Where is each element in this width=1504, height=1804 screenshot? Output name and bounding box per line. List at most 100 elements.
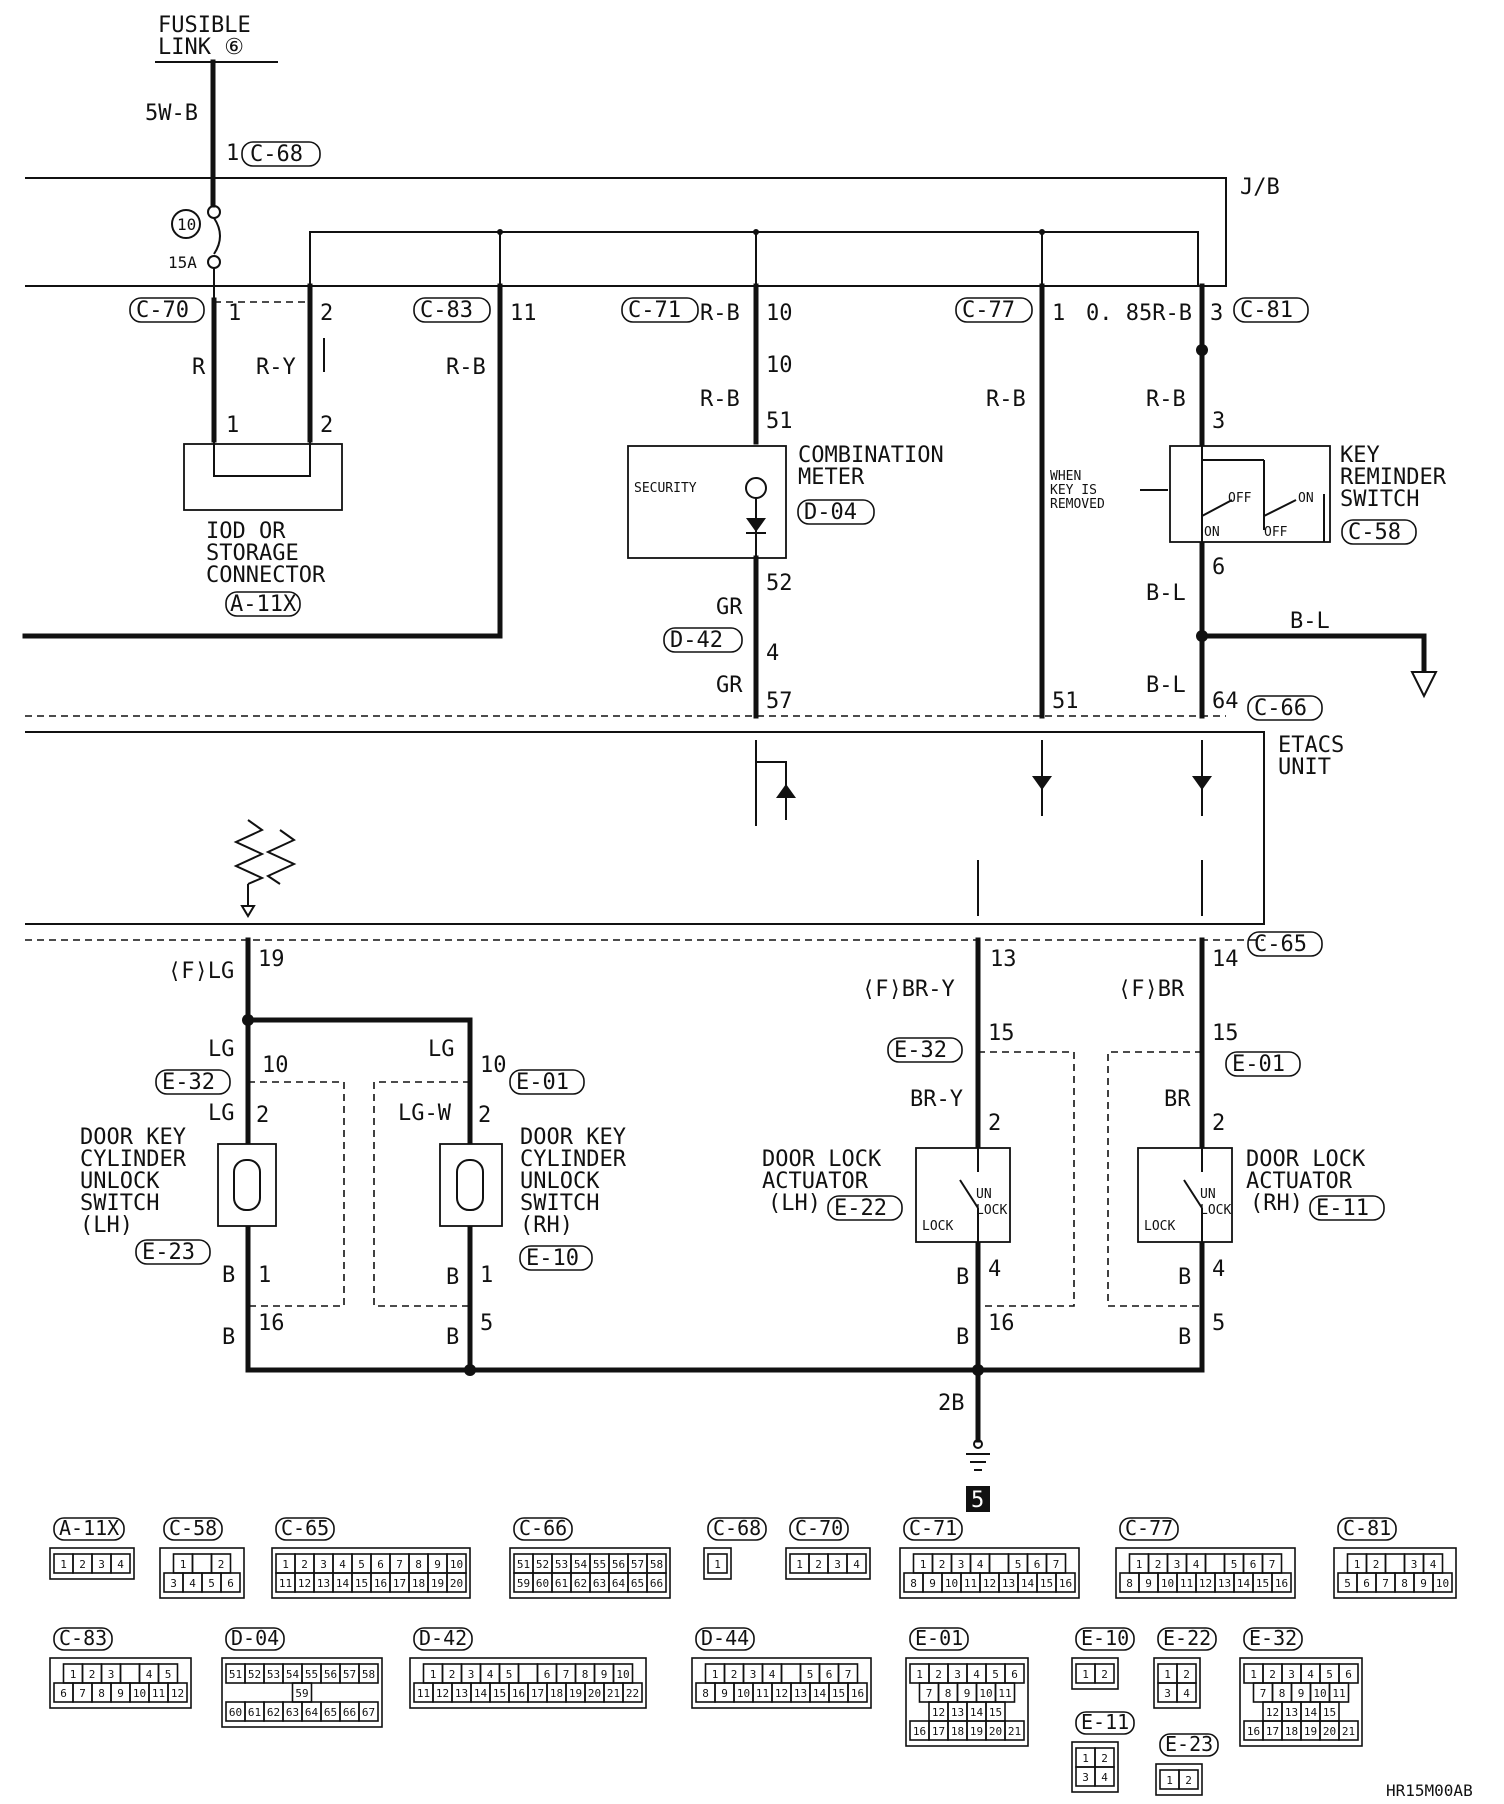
legend-pin: 4 <box>487 1668 494 1681</box>
legend-cell <box>1055 1572 1076 1593</box>
legend-pin: 18 <box>1285 1725 1298 1738</box>
legend-pin: 2 <box>1185 1774 1192 1787</box>
legend-pin: 2 <box>301 1558 308 1571</box>
legend-pin: 6 <box>377 1558 384 1571</box>
pin-e01-10: 10 <box>480 1053 507 1078</box>
legend-pin: 55 <box>305 1668 318 1681</box>
etacs-diode-1 <box>1032 776 1052 790</box>
legend-pin: 1 <box>180 1558 187 1571</box>
legend-cell <box>1178 1769 1199 1790</box>
splice-c81 <box>1196 344 1208 356</box>
legend-pin: 22 <box>626 1687 639 1700</box>
legend-housing-a-11x <box>49 1547 135 1580</box>
legend-pin: 10 <box>979 1687 992 1700</box>
legend-pin: 3 <box>958 1558 965 1571</box>
wire-label-b-3: B <box>446 1265 459 1290</box>
legend-pin: 2 <box>218 1558 225 1571</box>
legend-pin: 3 <box>320 1558 327 1571</box>
pin-c66-57: 57 <box>766 689 793 714</box>
legend-label-e-01: E-01 <box>915 1626 963 1650</box>
dla-lh-label-1: DOOR LOCK <box>762 1147 882 1172</box>
legend-pin: 61 <box>248 1706 261 1719</box>
pullup-resistor-1 <box>233 819 265 885</box>
wire-label-rb-key: R-B <box>1146 387 1186 412</box>
dla-rh-box <box>1137 1147 1233 1243</box>
e32-lh-dash <box>248 1081 345 1307</box>
legend-pin: 3 <box>954 1668 961 1681</box>
connector-tag-a11x <box>225 591 301 617</box>
dla-rh-un: UN <box>1200 1187 1216 1202</box>
legend-label-c-58: C-58 <box>169 1516 217 1540</box>
legend-pin: 16 <box>851 1687 864 1700</box>
legend-cell <box>446 1572 467 1593</box>
legend-pin: 10 <box>1161 1577 1174 1590</box>
etacs-zener-path <box>756 761 787 820</box>
fuse-rating: 15A <box>168 253 197 272</box>
legend-pin: 14 <box>813 1687 827 1700</box>
connector-tag-e32-rh <box>887 1037 963 1063</box>
legend-pin: 1 <box>70 1668 77 1681</box>
pin-e23-2: 2 <box>256 1103 269 1128</box>
legend-label-c-77: C-77 <box>1125 1516 1173 1540</box>
legend-pin: 10 <box>1436 1577 1449 1590</box>
legend-tag-e-10 <box>1075 1627 1135 1651</box>
legend-pin: 1 <box>916 1668 923 1681</box>
legend-pin: 7 <box>1382 1577 1389 1590</box>
legend-pin: 13 <box>1218 1577 1231 1590</box>
dla-rh-label-2: ACTUATOR <box>1246 1169 1353 1194</box>
legend-pin: 4 <box>117 1558 124 1571</box>
legend-pin: 9 <box>964 1687 971 1700</box>
legend-tag-d-04 <box>225 1627 285 1651</box>
dkc-rh-label-2: CYLINDER <box>520 1147 627 1172</box>
legend-tag-e-01 <box>909 1627 969 1651</box>
pin-c70-2: 2 <box>320 301 333 326</box>
legend-pin: 8 <box>945 1687 952 1700</box>
connector-e01-lh-label: E-01 <box>516 1070 569 1095</box>
legend-pin: 2 <box>1155 1558 1162 1571</box>
legend-pin: 12 <box>1266 1706 1279 1719</box>
pin-c58-6: 6 <box>1212 555 1225 580</box>
legend-pin: 16 <box>1059 1577 1072 1590</box>
legend-cell <box>1338 1720 1359 1741</box>
pin-d04-52: 52 <box>766 571 793 596</box>
legend-pin: 7 <box>79 1687 86 1700</box>
legend-pin: 13 <box>1285 1706 1298 1719</box>
legend-label-d-04: D-04 <box>231 1626 279 1650</box>
legend-pin: 9 <box>434 1558 441 1571</box>
key-switch-label-1: KEY <box>1340 443 1380 468</box>
legend-pin: 9 <box>1420 1577 1427 1590</box>
pin-e22-4: 4 <box>988 1257 1001 1282</box>
legend-pin: 8 <box>702 1687 709 1700</box>
legend-pin: 57 <box>631 1558 644 1571</box>
wire-label-fbry: ⟨F⟩BR-Y <box>862 977 955 1002</box>
pin-d04-51: 51 <box>766 409 793 434</box>
dla-rh-blade <box>1183 1179 1203 1209</box>
legend-pin: 1 <box>712 1668 719 1681</box>
etacs-diode-2 <box>1192 776 1212 790</box>
legend-pin: 5 <box>1344 1577 1351 1590</box>
pin-e32-15: 15 <box>988 1021 1015 1046</box>
legend-pin: 52 <box>248 1668 261 1681</box>
legend-pin: 7 <box>396 1558 403 1571</box>
pin-e22-2: 2 <box>988 1111 1001 1136</box>
legend-pin: 19 <box>970 1725 983 1738</box>
key-switch-blade-2 <box>1263 499 1297 517</box>
wire-label-bl-2: B-L <box>1290 609 1330 634</box>
legend-pin: 7 <box>1269 1558 1276 1571</box>
legend-pin: 58 <box>362 1668 375 1681</box>
legend-label-e-32: E-32 <box>1249 1626 1297 1650</box>
legend-pin: 6 <box>1345 1668 1352 1681</box>
legend-housing-e-23 <box>1155 1763 1203 1796</box>
legend-pin: 3 <box>108 1668 115 1681</box>
legend-pin: 2 <box>1101 1668 1108 1681</box>
connector-tag-e11 <box>1309 1195 1385 1221</box>
legend-pin: 12 <box>775 1687 788 1700</box>
dla-lh-blade <box>959 1179 979 1209</box>
connector-e11-label: E-11 <box>1316 1196 1369 1221</box>
dkc-rh-label-5: (RH) <box>520 1213 573 1238</box>
iod-jumper <box>213 440 311 477</box>
fuse-terminal-bottom <box>207 255 221 269</box>
legend-pin: 60 <box>229 1706 242 1719</box>
legend-pin: 21 <box>607 1687 620 1700</box>
